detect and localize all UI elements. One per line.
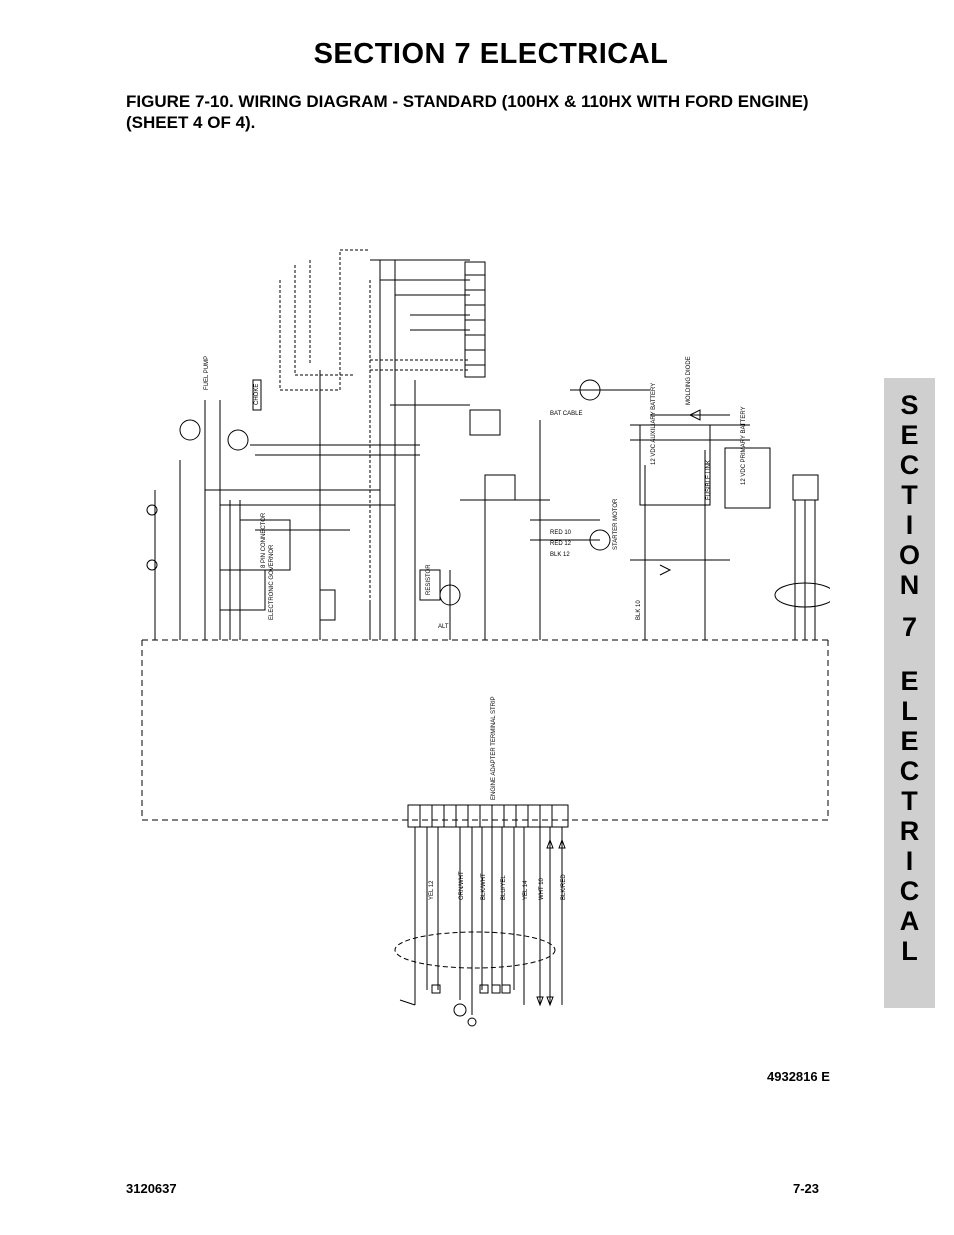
primary-battery (724, 447, 771, 509)
governor-connector (219, 569, 266, 611)
ignition-switch (579, 379, 601, 401)
lower-sensor-2 (467, 1017, 477, 1027)
wire-code: ORN/WHT (459, 871, 465, 900)
side-tab-letter: C (899, 876, 920, 906)
section-title: SECTION 7 ELECTRICAL (313, 38, 669, 70)
start-relay (484, 474, 516, 501)
side-tab-letter: R (899, 816, 920, 846)
harness-boundary (141, 640, 829, 821)
lower-wires (399, 827, 563, 1015)
footer-doc-number: 3120637 (126, 1181, 177, 1196)
coolant-sender (227, 429, 249, 451)
backup-alarm (792, 474, 819, 501)
side-tab-letter: 7 (901, 612, 918, 642)
label-alternator: ALT (438, 624, 449, 630)
label-resistor: RESISTOR (426, 564, 432, 595)
wire-code: BLK 12 (550, 552, 570, 558)
label-diode: MOLDING DIODE (686, 356, 692, 405)
drawing-number: 4932816 E (767, 1069, 830, 1084)
label-choke: CHOKE (254, 384, 260, 405)
side-tab-letter: E (900, 666, 919, 696)
left-sender-2 (146, 559, 158, 571)
starter-motor (589, 529, 611, 551)
label-governor: ELECTRONIC GOVERNOR (269, 544, 275, 620)
wire-code: YEL 12 (429, 880, 435, 900)
footer-page-number: 7-23 (793, 1181, 820, 1196)
lower-sensor (453, 1003, 467, 1017)
label-terminal-strip: ENGINE ADAPTER TERMINAL STRIP (491, 696, 497, 800)
main-wires (154, 260, 706, 600)
wire-code: WHT 10 (539, 877, 545, 900)
side-tab-letter: S (900, 390, 919, 420)
side-tab: S E C T I O N 7 E L E C T R I C A L (884, 378, 935, 1008)
wire-code: BLU/YEL (501, 875, 507, 900)
wiring-diagram-drawing: 12 VDC AUXILIARY BATTERY 12 VDC PRIMARY … (141, 249, 836, 1027)
wire-code: RED 10 (550, 530, 572, 536)
horizontal-runs (205, 259, 750, 561)
resistor (419, 569, 441, 601)
side-tab-letter: T (901, 786, 918, 816)
aux-battery (639, 424, 711, 506)
side-tab-letter: I (905, 846, 914, 876)
wire-code: BLK/RED (561, 874, 567, 900)
figure-title: FIGURE 7-10. WIRING DIAGRAM - STANDARD (… (126, 92, 809, 132)
side-tab-letter: T (901, 480, 918, 510)
label-aux-battery: 12 VDC AUXILIARY BATTERY (651, 383, 657, 465)
label-connector: 8 PIN CONNECTOR (261, 512, 267, 568)
wire-code: BLK 10 (636, 600, 642, 620)
governor-actuator (319, 589, 336, 621)
side-tab-letter: O (898, 540, 920, 570)
choke (252, 379, 262, 411)
label-fusible-link: FUSIBLE LINK (706, 460, 712, 500)
harness-oval-lower (394, 931, 556, 969)
wire-code: RED 12 (550, 541, 572, 547)
oil-pressure-sender (179, 419, 201, 441)
lower-terminal-row (154, 600, 816, 640)
side-tab-letter: L (901, 936, 918, 966)
side-tab-letter: N (899, 570, 920, 600)
side-tab-letter: C (899, 450, 920, 480)
label-fuel-pump: FUEL PUMP (204, 356, 210, 390)
wire-code: YEL 14 (523, 880, 529, 900)
side-tab-letter: L (901, 696, 918, 726)
side-tab-letter: C (899, 756, 920, 786)
fuel-solenoid-relay (469, 409, 501, 436)
harness-oval-right (774, 582, 836, 608)
label-primary-battery: 12 VDC PRIMARY BATTERY (741, 406, 747, 485)
side-tab-letter: I (905, 510, 914, 540)
left-sender-1 (146, 504, 158, 516)
wiring-diagram: 12 VDC AUXILIARY BATTERY 12 VDC PRIMARY … (130, 200, 836, 1080)
wire-code: BAT CABLE (550, 411, 582, 417)
wire-code: BLK/WHT (481, 873, 487, 900)
side-tab-letter: E (900, 420, 919, 450)
engine-terminal-strip (407, 804, 569, 828)
side-tab-letter: E (900, 726, 919, 756)
label-starter: STARTER MOTOR (613, 498, 619, 550)
side-tab-letter: A (899, 906, 920, 936)
